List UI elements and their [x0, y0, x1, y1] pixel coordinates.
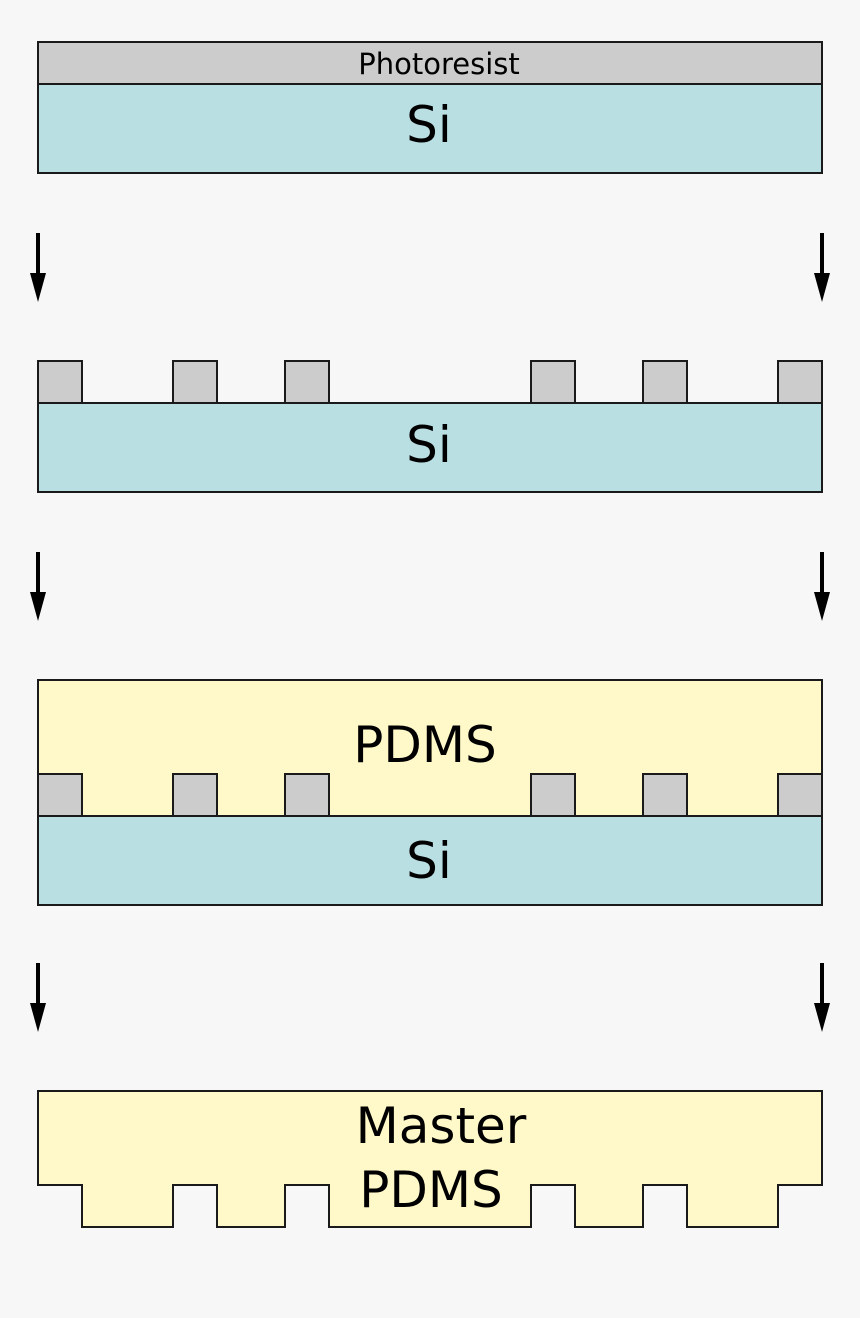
silicon-substrate	[37, 83, 823, 174]
resist-feature	[642, 773, 688, 817]
silicon-substrate	[37, 815, 823, 906]
resist-feature	[284, 773, 330, 817]
pdms-label: PDMS	[353, 716, 497, 774]
step-3-pdms-casting: PDMS Si	[37, 679, 823, 906]
photoresist-layer	[37, 41, 823, 85]
master-pdms-mold	[37, 1090, 823, 1228]
arrow-row-3	[30, 963, 830, 1032]
down-arrow-icon	[30, 233, 46, 302]
down-arrow-icon	[814, 552, 830, 621]
step-4-master-pdms: Master PDMS	[37, 1090, 823, 1228]
pdms-layer	[37, 679, 823, 817]
down-arrow-icon	[814, 963, 830, 1032]
resist-feature	[530, 773, 576, 817]
resist-feature	[777, 773, 823, 817]
silicon-label: Si	[406, 832, 452, 890]
step-1-coated-wafer: Photoresist Si	[37, 41, 823, 174]
photoresist-label: Photoresist	[358, 47, 520, 81]
step-2-patterned-wafer: Si	[37, 360, 823, 493]
resist-feature	[172, 773, 218, 817]
down-arrow-icon	[30, 552, 46, 621]
resist-feature	[172, 360, 218, 404]
resist-feature	[642, 360, 688, 404]
silicon-label: Si	[406, 416, 452, 474]
resist-feature	[284, 360, 330, 404]
master-label: Master	[356, 1097, 527, 1155]
resist-feature	[37, 773, 83, 817]
arrow-row-1	[30, 233, 830, 302]
down-arrow-icon	[30, 963, 46, 1032]
resist-feature	[37, 360, 83, 404]
down-arrow-icon	[814, 233, 830, 302]
resist-feature	[530, 360, 576, 404]
silicon-label: Si	[406, 96, 452, 154]
resist-feature	[777, 360, 823, 404]
master-pdms-label: PDMS	[359, 1161, 503, 1219]
arrow-row-2	[30, 552, 830, 621]
silicon-substrate	[37, 402, 823, 493]
